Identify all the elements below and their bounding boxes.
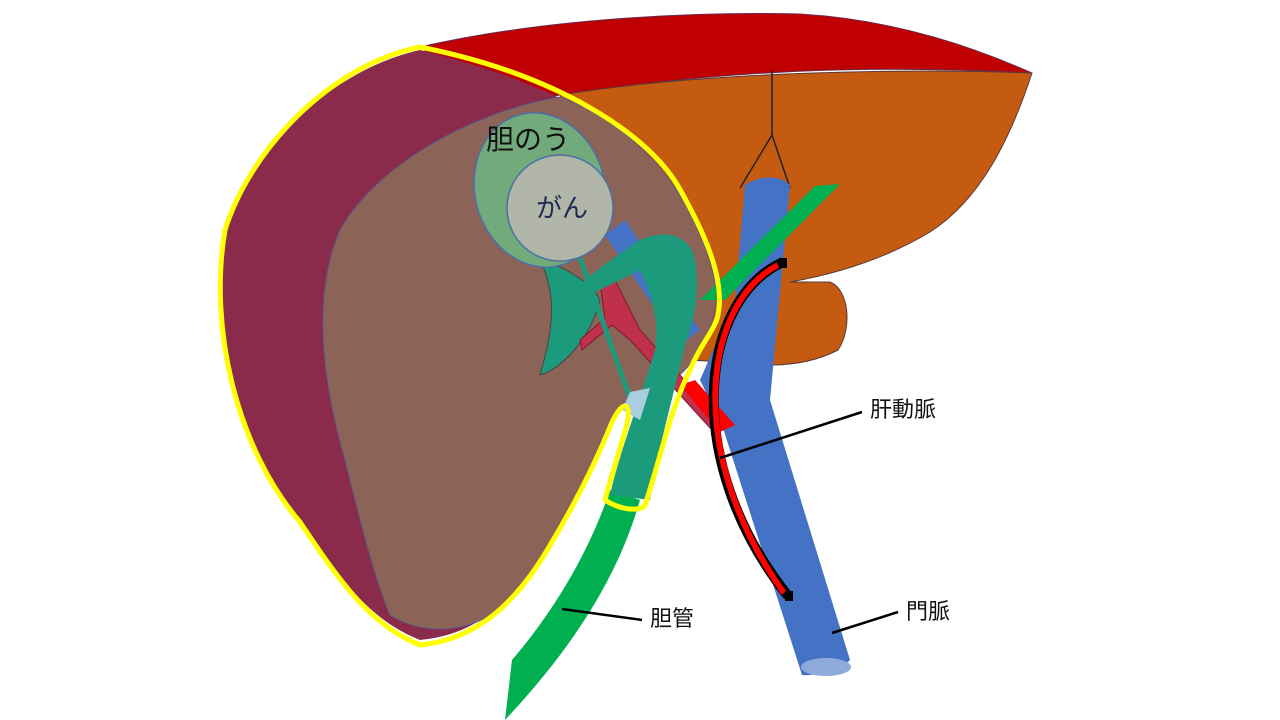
hepatic-artery-label: 肝動脈 bbox=[870, 398, 937, 423]
cystic-duct bbox=[577, 257, 633, 399]
leader-line-hepatic-artery bbox=[719, 410, 863, 460]
cancer bbox=[506, 154, 614, 262]
hepatic-artery-lumen bbox=[712, 262, 787, 595]
bile-duct bbox=[505, 490, 640, 720]
cancer-label: がん bbox=[535, 194, 589, 224]
bile-duct-inside bbox=[560, 234, 697, 501]
bile-duct-upper bbox=[700, 184, 840, 300]
hepatic-artery-branch bbox=[579, 279, 721, 429]
hepatic-artery-cut-bottom bbox=[785, 591, 793, 601]
hepatic-artery-cut-top bbox=[779, 258, 787, 268]
gallbladder-label: 胆のう bbox=[485, 123, 571, 156]
resection-outline bbox=[217, 44, 722, 648]
leader-line-portal-vein bbox=[831, 610, 899, 635]
portal-vein-label: 門脈 bbox=[906, 600, 951, 625]
hepatic-artery-lower bbox=[680, 380, 735, 432]
falciform-ligament bbox=[739, 70, 791, 189]
bile-duct-label: 胆管 bbox=[650, 607, 695, 632]
portal-vein-end bbox=[801, 658, 851, 676]
leader-line-bile-duct bbox=[561, 607, 643, 622]
